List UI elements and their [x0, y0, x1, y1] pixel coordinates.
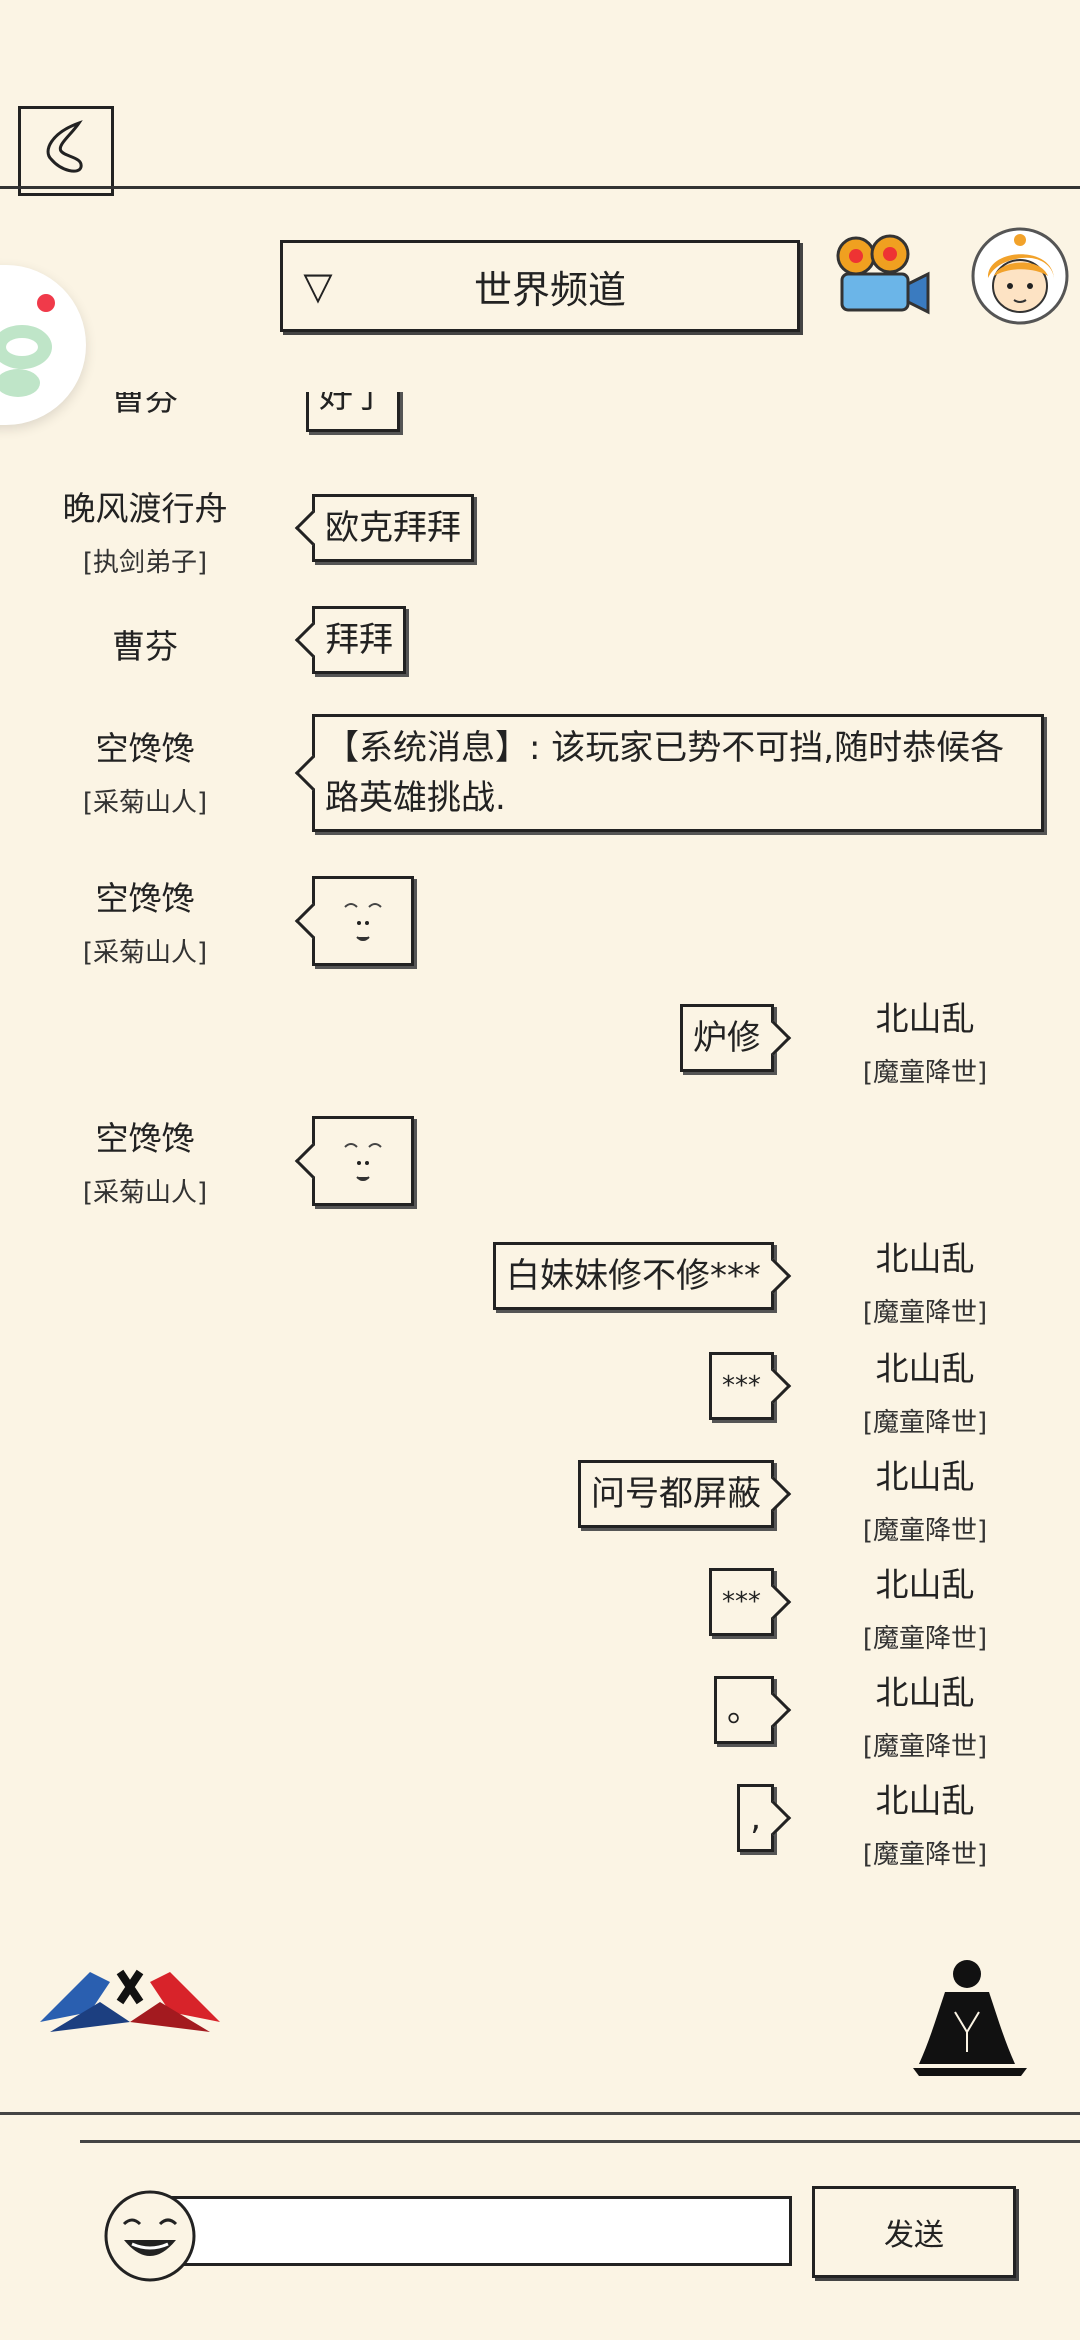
message-row: 北山乱 [魔童降世] 白妹妹修不修*** [0, 1232, 1080, 1332]
meditating-figure-icon[interactable] [905, 1952, 1035, 2082]
sender-rank: [魔童降世] [862, 1624, 988, 1654]
message-row: 曹芬 好了 [0, 392, 1080, 442]
message-bubble[interactable]: 。 [714, 1676, 792, 1744]
message-row: 北山乱 [魔童降世] *** [0, 1558, 1080, 1658]
sender-rank: [魔童降世] [862, 1408, 988, 1438]
user-avatar-icon[interactable] [970, 226, 1070, 326]
message-bubble[interactable]: *** [709, 1568, 792, 1636]
sender-name: 晚风渡行舟 [62, 489, 228, 528]
message-row: 北山乱 [魔童降世] 问号都屏蔽 [0, 1450, 1080, 1550]
emoji-face-icon[interactable] [102, 2188, 198, 2284]
sender-name: 北山乱 [875, 999, 975, 1038]
message-row: 空馋馋 [采菊山人] [0, 1112, 1080, 1222]
sender-rank: [采菊山人] [82, 938, 208, 968]
sender-name: 空馋馋 [95, 729, 195, 768]
sender-name: 空馋馋 [95, 1119, 195, 1158]
sender-name: 北山乱 [875, 1349, 975, 1388]
sender-rank: [执剑弟子] [82, 548, 208, 578]
message-bubble[interactable]: 白妹妹修不修*** [493, 1242, 792, 1310]
send-button[interactable]: 发送 [812, 2186, 1016, 2278]
sender-rank: [魔童降世] [862, 1516, 988, 1546]
floating-assistant-button[interactable] [0, 265, 86, 425]
dropdown-triangle-icon: ▽ [303, 264, 333, 308]
sender-name: 北山乱 [875, 1781, 975, 1820]
message-bubble[interactable]: 拜拜 [294, 606, 406, 674]
back-icon [46, 120, 83, 173]
channel-title: 世界频道 [473, 267, 626, 312]
message-bubble[interactable]: , [737, 1784, 792, 1852]
video-camera-icon[interactable] [828, 226, 938, 326]
face-sticker-icon [344, 1143, 382, 1181]
message-row: 晚风渡行舟 [执剑弟子] 欧克拜拜 [0, 482, 1080, 592]
sender-name: 空馋馋 [95, 879, 195, 918]
message-row: 北山乱 [魔童降世] 。 [0, 1666, 1080, 1766]
sender-name: 北山乱 [875, 1457, 975, 1496]
message-bubble[interactable]: 欧克拜拜 [294, 494, 474, 562]
sender-name: 曹芬 [112, 627, 178, 666]
back-button[interactable] [18, 106, 114, 196]
header-divider [0, 186, 1080, 189]
message-row: 空馋馋 [采菊山人] [0, 872, 1080, 982]
message-bubble[interactable]: 好了 [306, 392, 400, 432]
message-bubble[interactable]: 炉修 [680, 1004, 792, 1072]
sender-rank: [魔童降世] [862, 1840, 988, 1870]
channel-selector[interactable]: ▽ 世界频道 [280, 240, 800, 332]
message-row: 北山乱 [魔童降世] 炉修 [0, 992, 1080, 1102]
duel-fighters-icon[interactable] [30, 1942, 230, 2042]
face-sticker-icon [344, 903, 382, 941]
assistant-robot-icon [0, 294, 55, 397]
sender-rank: [采菊山人] [82, 1178, 208, 1208]
bottom-divider [80, 2140, 1080, 2143]
sticker-bubble[interactable] [294, 876, 414, 966]
sender-name: 北山乱 [875, 1565, 975, 1604]
message-bubble[interactable]: *** [709, 1352, 792, 1420]
message-row: 北山乱 [魔童降世] , [0, 1774, 1080, 1874]
message-row: 北山乱 [魔童降世] *** [0, 1342, 1080, 1442]
sender-name: 北山乱 [875, 1239, 975, 1278]
sender-rank: [魔童降世] [862, 1732, 988, 1762]
system-message-bubble[interactable]: 【系统消息】: 该玩家已势不可挡,随时恭候各路英雄挑战. [294, 714, 1044, 832]
chat-message-list[interactable]: 曹芬 好了 晚风渡行舟 [执剑弟子] 欧克拜拜 曹芬 拜拜 空馋馋 [采菊山人] [0, 392, 1080, 1892]
message-bubble[interactable]: 问号都屏蔽 [578, 1460, 792, 1528]
sender-name: 曹芬 [112, 392, 178, 418]
sender-rank: [采菊山人] [82, 788, 208, 818]
chat-input[interactable] [170, 2196, 792, 2266]
sender-rank: [魔童降世] [862, 1058, 988, 1088]
bottom-divider [0, 2112, 1080, 2115]
sticker-bubble[interactable] [294, 1116, 414, 1206]
message-row: 曹芬 拜拜 [0, 602, 1080, 692]
sender-name: 北山乱 [875, 1673, 975, 1712]
message-row: 空馋馋 [采菊山人] 【系统消息】: 该玩家已势不可挡,随时恭候各路英雄挑战. [0, 714, 1080, 872]
sender-rank: [魔童降世] [862, 1298, 988, 1328]
